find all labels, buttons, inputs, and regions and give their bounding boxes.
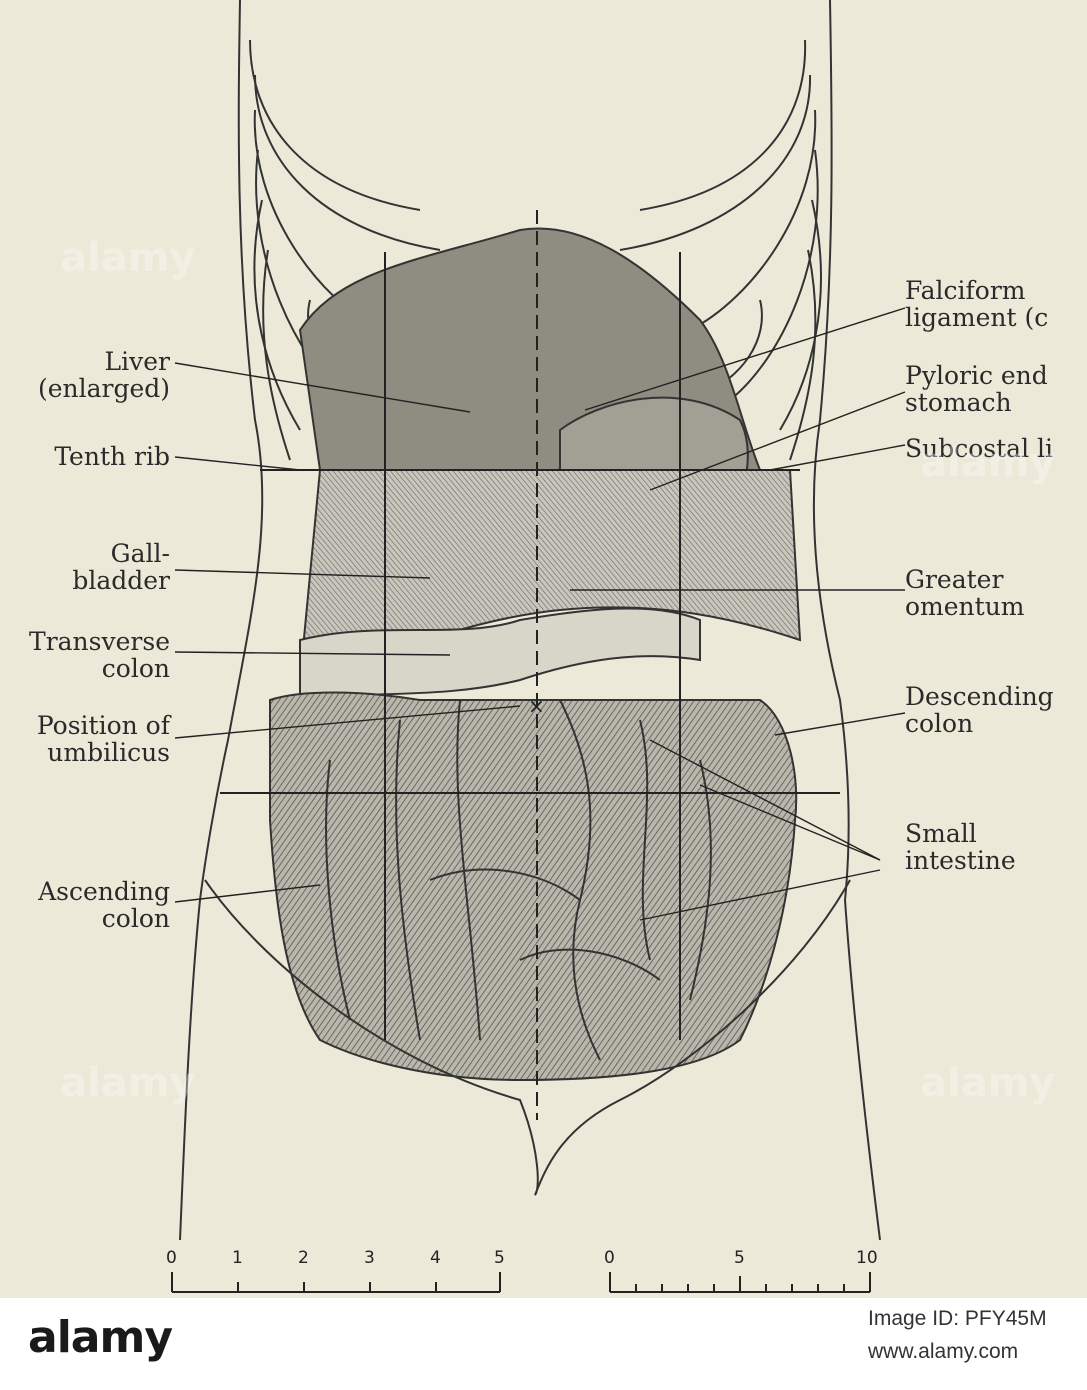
label-ascending-colon: Ascending colon bbox=[38, 877, 170, 933]
scale-inch-0: 0 bbox=[166, 1248, 177, 1268]
regional-grid bbox=[220, 252, 840, 1040]
label-omentum: Greater omentum bbox=[905, 565, 1025, 621]
alamy-logo[interactable]: alamy bbox=[28, 1312, 173, 1363]
watermark: alamy bbox=[920, 1060, 1056, 1106]
scale-inch-2: 2 bbox=[298, 1248, 309, 1268]
intestines-region bbox=[269, 691, 798, 1082]
scale-bar-cm bbox=[609, 1272, 871, 1293]
label-falciform: Falciform ligament (c bbox=[905, 276, 1049, 332]
label-umbilicus: Position of umbilicus bbox=[36, 711, 170, 767]
label-liver: Liver (enlarged) bbox=[37, 347, 170, 403]
scale-inch-5: 5 bbox=[494, 1248, 505, 1268]
label-descending-colon: Descending colon bbox=[905, 682, 1054, 738]
umbilicus-cross: × bbox=[528, 694, 545, 718]
label-tenth-rib: Tenth rib bbox=[54, 442, 170, 471]
label-gall-bladder: Gall- bladder bbox=[72, 539, 170, 595]
watermark: alamy bbox=[920, 440, 1056, 486]
label-transverse-colon: Transverse colon bbox=[29, 627, 170, 683]
ribs-right bbox=[619, 39, 822, 461]
scale-inch-4: 4 bbox=[430, 1248, 441, 1268]
scale-cm-10: 10 bbox=[856, 1248, 878, 1268]
site-url[interactable]: www.alamy.com bbox=[868, 1340, 1019, 1363]
scale-cm-0: 0 bbox=[604, 1248, 615, 1268]
watermark: alamy bbox=[60, 235, 196, 281]
transverse-colon-shape bbox=[299, 607, 701, 702]
leader-lines bbox=[174, 307, 906, 921]
label-small-intestine: Small intestine bbox=[905, 819, 1016, 875]
label-pyloric: Pyloric end stomach bbox=[905, 361, 1048, 417]
scale-cm-5: 5 bbox=[734, 1248, 745, 1268]
scale-bar-inches bbox=[171, 1272, 501, 1293]
watermark: alamy bbox=[60, 1060, 196, 1106]
stock-footer bbox=[0, 1298, 1087, 1390]
abdominal-viscera-illustration: × bbox=[171, 0, 906, 1293]
anatomy-plate: × bbox=[0, 0, 1087, 1298]
image-id: Image ID: PFY45M bbox=[868, 1307, 1047, 1330]
scale-inch-3: 3 bbox=[364, 1248, 375, 1268]
scale-inch-1: 1 bbox=[232, 1248, 243, 1268]
label-subcostal: Subcostal li bbox=[905, 434, 1053, 463]
intestine-loops bbox=[325, 699, 712, 1061]
